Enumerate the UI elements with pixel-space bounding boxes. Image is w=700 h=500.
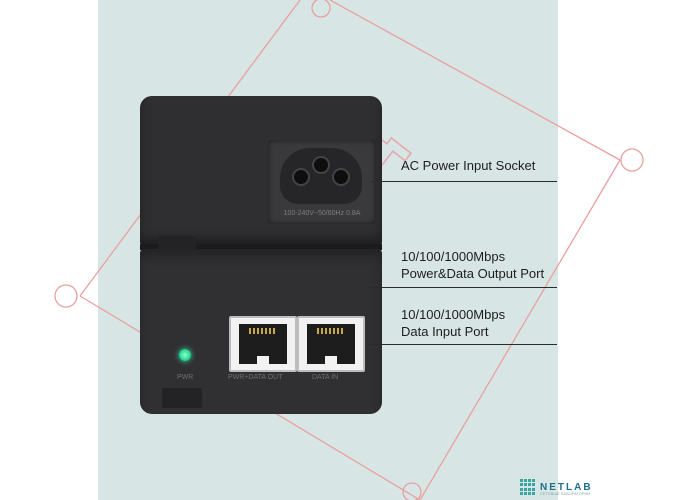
device-clip-bottom [162, 388, 202, 408]
rj45-output-port [229, 316, 297, 372]
input-port-label: DATA IN [312, 374, 339, 381]
callout-line-output [371, 287, 557, 288]
callout-line-input [371, 344, 557, 345]
ac-pin-right [334, 170, 348, 184]
power-led-icon [179, 349, 191, 361]
netlab-logo-icon [520, 479, 536, 495]
ac-rating-label: 100-240V~50/60Hz 0.8A [283, 210, 361, 217]
netlab-logo-text: NETLAB [540, 481, 593, 493]
ac-power-socket: 100-240V~50/60Hz 0.8A [268, 140, 376, 224]
callout-input-line1: 10/100/1000Mbps [401, 307, 506, 322]
callout-input-line2: Data Input Port [401, 324, 489, 339]
device-seam [140, 244, 382, 250]
callout-output-port: 10/100/1000Mbps Power&Data Output Port [401, 248, 544, 282]
callout-line-ac [371, 181, 557, 182]
netlab-logo-tagline: СЕТЕВЫЕ ЛАБОРАТОРИИ [540, 491, 591, 496]
pwr-label: PWR [177, 374, 194, 381]
ac-pin-top [314, 158, 328, 172]
callout-ac-socket: AC Power Input Socket [401, 158, 536, 173]
watermark-circle-right [620, 148, 644, 172]
watermark-circle-left [54, 284, 78, 308]
rj45-input-port [297, 316, 365, 372]
callout-input-port: 10/100/1000Mbps Data Input Port [401, 306, 505, 340]
ac-pin-left [294, 170, 308, 184]
output-port-label: PWR+DATA OUT [228, 374, 283, 381]
callout-output-line1: 10/100/1000Mbps [401, 249, 506, 264]
ac-socket-recess [280, 148, 362, 204]
device-clip-top [158, 236, 196, 250]
netlab-logo: NETLAB СЕТЕВЫЕ ЛАБОРАТОРИИ [520, 479, 593, 496]
callout-output-line2: Power&Data Output Port [401, 266, 545, 281]
